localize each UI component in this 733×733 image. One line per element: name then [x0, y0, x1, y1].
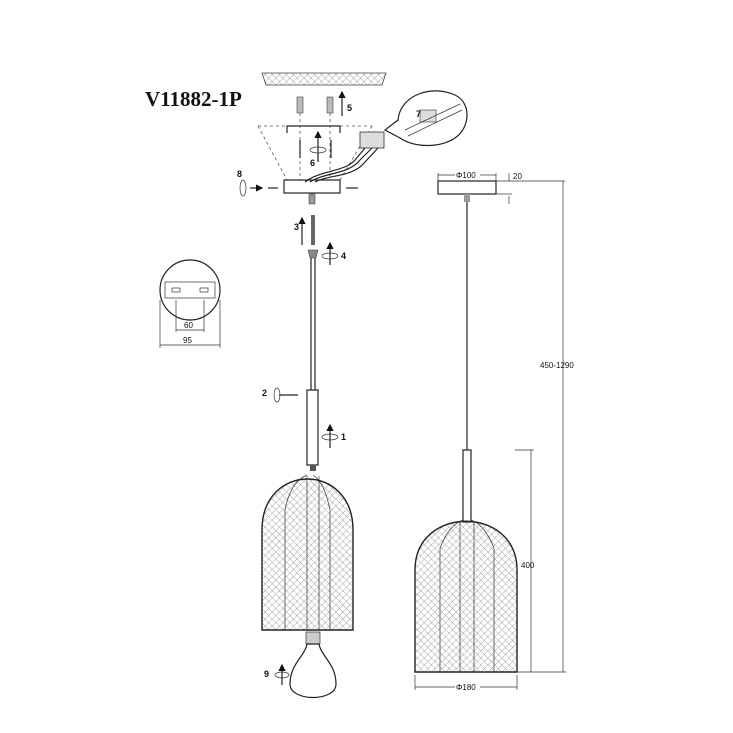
side-screws: [239, 179, 358, 197]
dim-canopy-height: 20: [513, 172, 522, 181]
wall-anchors: [296, 90, 346, 116]
cage-shade-exploded: [261, 465, 354, 631]
assembled-lamp: [414, 180, 518, 673]
dim-shade-height: 400: [521, 561, 535, 570]
step-7-label: 7: [416, 109, 421, 119]
step-5-label: 5: [347, 103, 352, 113]
ceiling-surface: [261, 72, 387, 86]
dim-hole-spacing: 60: [184, 321, 193, 330]
terminal-block: [304, 131, 385, 183]
canopy: [283, 179, 341, 194]
dim-canopy-diameter: Φ100: [456, 171, 476, 180]
step-8-label: 8: [237, 169, 242, 179]
step-4-label: 4: [341, 251, 346, 261]
terminal-detail-callout: [383, 90, 468, 147]
step-3-label: 3: [294, 222, 299, 232]
dim-total-height: 450-1290: [540, 361, 574, 370]
dim-shade-diameter: Φ180: [456, 683, 476, 692]
light-bulb: [274, 631, 337, 699]
dim-bracket-width: 95: [183, 336, 192, 345]
step-1-label: 1: [341, 432, 346, 442]
step-9-label: 9: [264, 669, 269, 679]
step-6-label: 6: [310, 158, 315, 168]
mounting-bracket: [286, 125, 341, 133]
bracket-detail: [159, 259, 221, 348]
suspension-rod: [273, 193, 339, 466]
step-2-label: 2: [262, 388, 267, 398]
dimension-lines: [414, 173, 566, 690]
projection-lines: [257, 125, 373, 181]
model-title: V11882-1P: [145, 87, 242, 111]
screws: [299, 130, 332, 162]
